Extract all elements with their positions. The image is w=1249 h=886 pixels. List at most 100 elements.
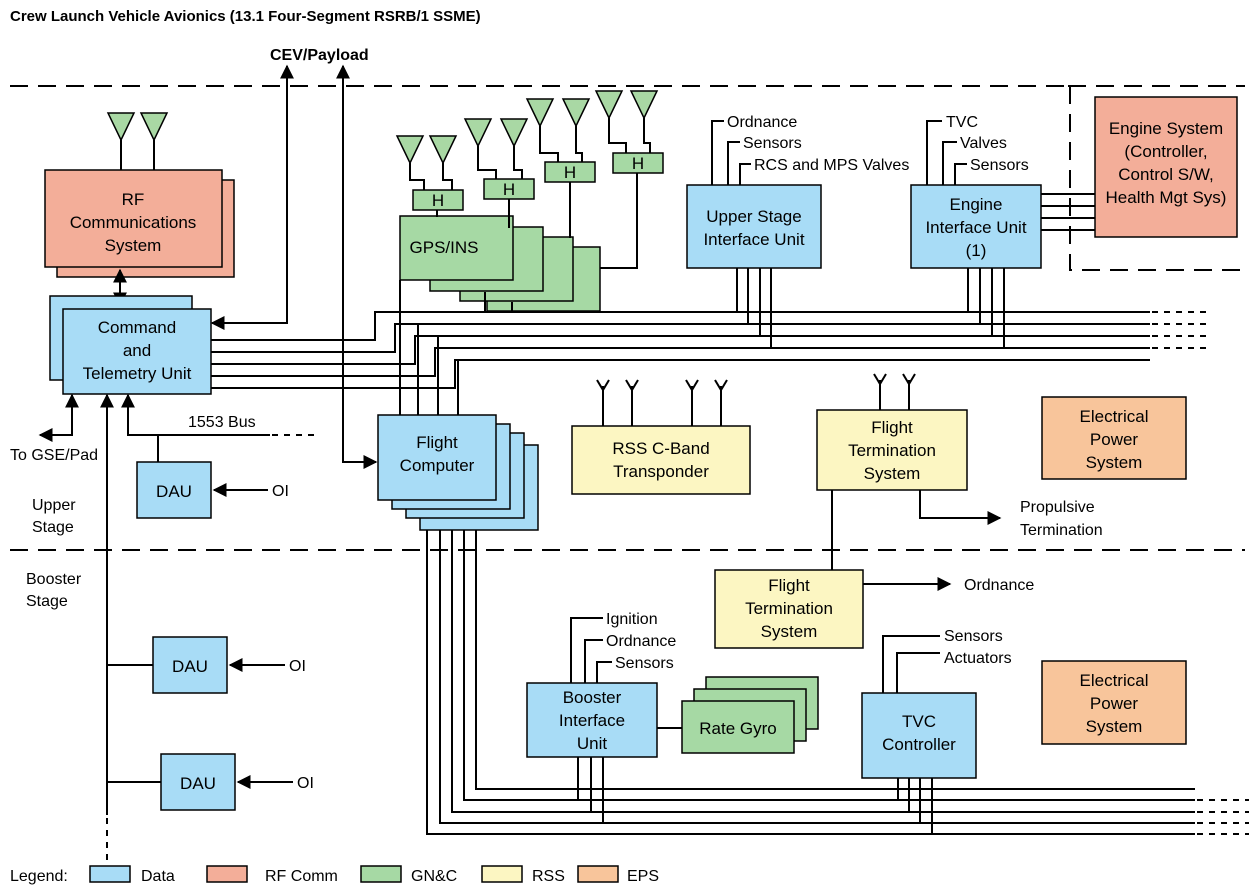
cev-wire-fc [336, 64, 378, 469]
svg-text:(Controller,: (Controller, [1124, 142, 1207, 161]
data-bus-lines [211, 311, 1210, 415]
svg-text:Control S/W,: Control S/W, [1118, 165, 1213, 184]
legend-swatch-rf-comm [206, 865, 248, 883]
svg-text:H: H [632, 154, 644, 173]
svg-text:Telemetry Unit: Telemetry Unit [83, 364, 192, 383]
engine-interface-unit: Engine Interface Unit (1) [910, 120, 1095, 348]
gse-wire [38, 393, 79, 442]
svg-text:System: System [864, 464, 921, 483]
cev-wire-cmd [210, 64, 294, 330]
upper-stage-interface-unit: Upper Stage Interface Unit [686, 120, 822, 348]
rf-antenna-pair [106, 112, 169, 170]
svg-text:Interface Unit: Interface Unit [703, 230, 804, 249]
svg-text:Electrical: Electrical [1080, 407, 1149, 426]
svg-text:Upper Stage: Upper Stage [706, 207, 801, 226]
svg-text:Transponder: Transponder [613, 462, 709, 481]
svg-text:System: System [105, 236, 162, 255]
legend-label-data: Data [141, 868, 175, 885]
svg-text:Interface Unit: Interface Unit [925, 218, 1026, 237]
legend-swatch-gnc [360, 865, 402, 883]
svg-text:RSS C-Band: RSS C-Band [612, 439, 709, 458]
svg-text:DAU: DAU [172, 657, 208, 676]
legend-label-eps: EPS [627, 868, 659, 885]
svg-text:Flight: Flight [416, 433, 458, 452]
svg-text:Booster: Booster [563, 688, 622, 707]
flight-computer: Flight Computer [377, 414, 539, 531]
svg-text:System: System [761, 622, 818, 641]
booster-interface-unit: Booster Interface Unit [526, 617, 682, 758]
svg-text:Controller: Controller [882, 735, 956, 754]
upper-iu-signal-sensors: Sensors [743, 135, 802, 152]
to-gse-label: To GSE/Pad [10, 447, 98, 464]
svg-text:DAU: DAU [180, 774, 216, 793]
tvc-controller: TVC Controller [861, 635, 977, 779]
engine-system: Engine System (Controller, Control S/W, … [1094, 96, 1238, 238]
dau-upper: DAU [136, 461, 212, 519]
legend-label-rf-comm: RF Comm [265, 868, 338, 885]
rf-communications-system: RF Communications System [44, 169, 235, 278]
booster-iu-signal-sensors: Sensors [615, 655, 674, 672]
svg-text:Engine: Engine [950, 195, 1003, 214]
flight-termination-system-booster: Flight Termination System [714, 569, 864, 649]
svg-text:Interface: Interface [559, 711, 625, 730]
svg-text:Computer: Computer [400, 456, 475, 475]
svg-text:RF: RF [122, 190, 145, 209]
electrical-power-system-booster: Electrical Power System [1041, 660, 1187, 745]
tvc-signal-actuators: Actuators [944, 650, 1012, 667]
booster-stage-label-2: Stage [26, 593, 68, 610]
svg-text:DAU: DAU [156, 482, 192, 501]
engine-region-boundary [1068, 85, 1245, 271]
booster-stage-label: Booster [26, 571, 82, 588]
legend-label-rss: RSS [532, 868, 565, 885]
propulsive-termination-arrow [919, 490, 1002, 525]
command-telemetry-unit: Command and Telemetry Unit [49, 295, 212, 395]
legend-swatch-eps [577, 865, 619, 883]
svg-text:Power: Power [1090, 430, 1139, 449]
oi-label-booster-1: OI [289, 658, 306, 675]
svg-text:Communications: Communications [70, 213, 197, 232]
oi-label-upper: OI [272, 483, 289, 500]
svg-text:Power: Power [1090, 694, 1139, 713]
dau-booster-2: DAU [160, 753, 236, 811]
electrical-power-system-upper: Electrical Power System [1041, 396, 1187, 480]
booster-iu-signal-ignition: Ignition [606, 611, 658, 628]
bus-1553-line [121, 393, 270, 436]
svg-text:and: and [123, 341, 151, 360]
svg-text:System: System [1086, 453, 1143, 472]
svg-text:Flight: Flight [871, 418, 913, 437]
svg-text:H: H [432, 191, 444, 210]
svg-text:GPS/INS: GPS/INS [410, 238, 479, 257]
engine-iu-signal-tvc: TVC [946, 114, 978, 131]
svg-text:TVC: TVC [902, 712, 936, 731]
svg-text:H: H [564, 163, 576, 182]
svg-text:Rate Gyro: Rate Gyro [699, 719, 776, 738]
legend-swatch-data [89, 865, 131, 883]
legend: Legend: Data RF Comm GN&C RSS EPS [10, 865, 659, 885]
legend-label-gnc: GN&C [411, 868, 457, 885]
svg-text:Health Mgt Sys): Health Mgt Sys) [1106, 188, 1227, 207]
svg-text:Command: Command [98, 318, 176, 337]
svg-text:(1): (1) [966, 241, 987, 260]
upper-iu-signal-valves: RCS and MPS Valves [754, 157, 909, 174]
oi-label-booster-2: OI [297, 775, 314, 792]
tvc-signal-sensors: Sensors [944, 628, 1003, 645]
upper-iu-signal-ordnance: Ordnance [727, 114, 797, 131]
svg-text:Unit: Unit [577, 734, 608, 753]
legend-swatch-rss [481, 865, 523, 883]
svg-text:Flight: Flight [768, 576, 810, 595]
svg-text:Engine System: Engine System [1109, 119, 1223, 138]
gps-ins-unit: GPS/INS [399, 215, 601, 312]
booster-bus-lines [426, 530, 1249, 835]
svg-text:H: H [503, 180, 515, 199]
rss-cband-transponder: RSS C-Band Transponder [571, 379, 751, 495]
ordnance-label: Ordnance [964, 577, 1034, 594]
svg-text:Termination: Termination [848, 441, 936, 460]
upper-stage-label-2: Stage [32, 519, 74, 536]
propulsive-termination-label: Propulsive [1020, 499, 1095, 516]
flight-termination-system-upper: Flight Termination System [816, 373, 968, 491]
upper-stage-label: Upper [32, 497, 76, 514]
bus-1553-label: 1553 Bus [188, 414, 256, 431]
gps-hybrids: H H H H [395, 90, 664, 269]
svg-text:Termination: Termination [745, 599, 833, 618]
